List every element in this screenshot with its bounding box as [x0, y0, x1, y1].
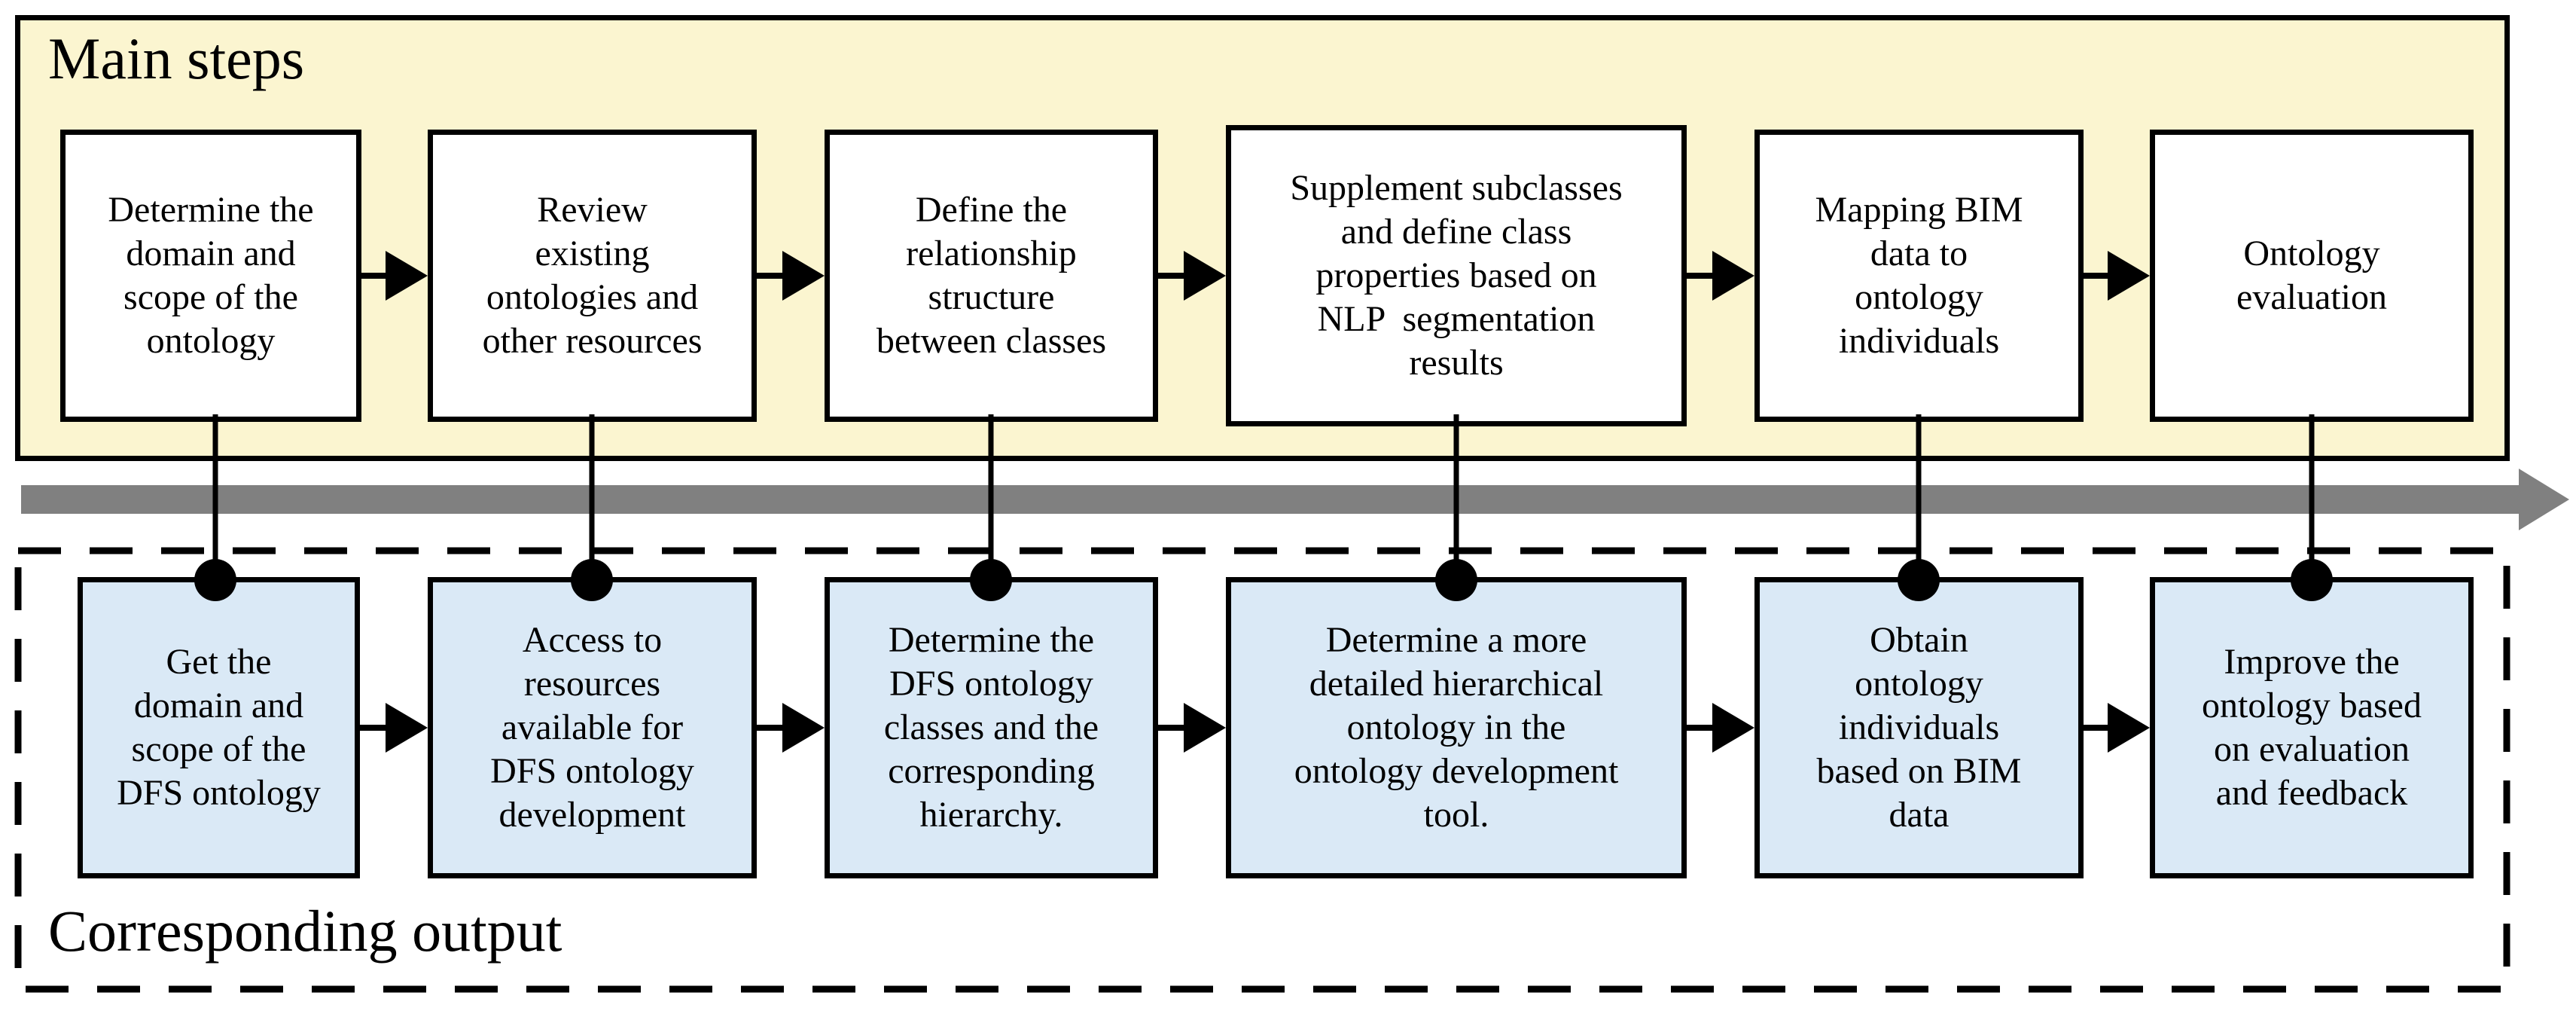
main-step-box-1: Determine the domain and scope of the on… — [60, 130, 361, 422]
main-step-box-4-text: Supplement subclasses and define class p… — [1290, 168, 1623, 383]
main-step-box-2: Review existing ontologies and other res… — [428, 130, 757, 422]
main-step-box-3: Define the relationship structure betwee… — [825, 130, 1158, 422]
corresponding-output-title: Corresponding output — [48, 898, 562, 964]
output-box-6-text: Improve the ontology based on evaluation… — [2202, 642, 2422, 813]
arrow-bottom-1-head — [386, 703, 428, 753]
arrow-bottom-4-head — [1712, 703, 1754, 753]
arrow-bottom-3-head — [1184, 703, 1226, 753]
output-box-1-text: Get the domain and scope of the DFS onto… — [117, 642, 321, 813]
main-step-box-3-text: Define the relationship structure betwee… — [876, 190, 1107, 361]
output-box-5-text: Obtain ontology individuals based on BIM… — [1816, 620, 2022, 835]
main-step-box-2-text: Review existing ontologies and other res… — [482, 190, 703, 361]
output-box-3-text: Determine the DFS ontology classes and t… — [883, 620, 1099, 835]
main-steps-title: Main steps — [48, 26, 305, 91]
output-box-3: Determine the DFS ontology classes and t… — [825, 577, 1158, 878]
main-step-box-4: Supplement subclasses and define class p… — [1226, 125, 1687, 426]
output-box-2: Access to resources available for DFS on… — [428, 577, 757, 878]
main-step-box-6: Ontology evaluation — [2150, 130, 2474, 422]
main-step-box-1-text: Determine the domain and scope of the on… — [108, 190, 314, 361]
main-step-box-5: Mapping BIM data to ontology individuals — [1754, 130, 2084, 422]
arrow-bottom-2-head — [782, 703, 825, 753]
output-box-4: Determine a more detailed hierarchical o… — [1226, 577, 1687, 878]
output-box-5: Obtain ontology individuals based on BIM… — [1754, 577, 2084, 878]
main-step-box-6-text: Ontology evaluation — [2236, 234, 2387, 317]
output-box-6: Improve the ontology based on evaluation… — [2150, 577, 2474, 878]
output-box-4-text: Determine a more detailed hierarchical o… — [1294, 620, 1619, 835]
timeline-arrow — [21, 469, 2569, 530]
output-box-1: Get the domain and scope of the DFS onto… — [78, 577, 360, 878]
arrow-bottom-5-head — [2108, 703, 2150, 753]
main-step-box-5-text: Mapping BIM data to ontology individuals — [1815, 190, 2023, 361]
output-box-2-text: Access to resources available for DFS on… — [490, 620, 694, 835]
